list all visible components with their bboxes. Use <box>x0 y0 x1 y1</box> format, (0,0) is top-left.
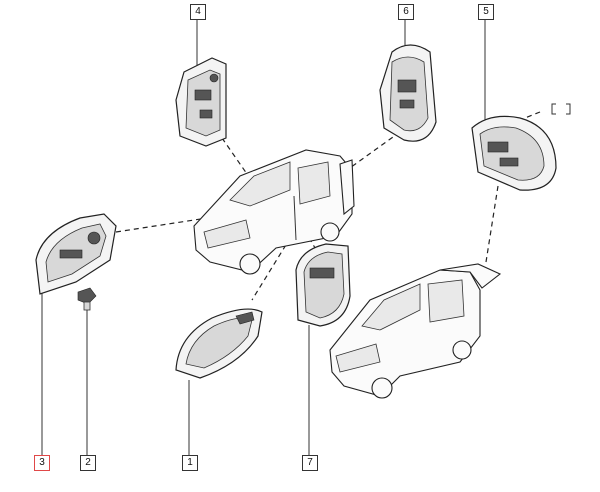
callout-3: 3 <box>34 455 50 471</box>
callout-5: 5 <box>478 4 494 20</box>
lamp-cover-part-7 <box>295 243 351 327</box>
van-front-view <box>193 149 355 275</box>
callout-6: 6 <box>398 4 414 20</box>
callout-2: 2 <box>80 455 96 471</box>
lamp-housing-part-3 <box>35 213 117 295</box>
lamp-housing-part-6 <box>379 44 437 142</box>
lamp-assembly-part-5 <box>471 115 557 191</box>
van-rear-view <box>329 263 502 399</box>
callout-4: 4 <box>190 4 206 20</box>
clip-bracket-icon <box>551 103 571 115</box>
callout-7: 7 <box>302 455 318 471</box>
screw-part-2 <box>77 287 97 311</box>
leader-lines <box>41 20 486 455</box>
lamp-housing-part-4 <box>175 57 227 147</box>
lamp-lens-part-1 <box>175 308 263 379</box>
callout-1: 1 <box>182 455 198 471</box>
